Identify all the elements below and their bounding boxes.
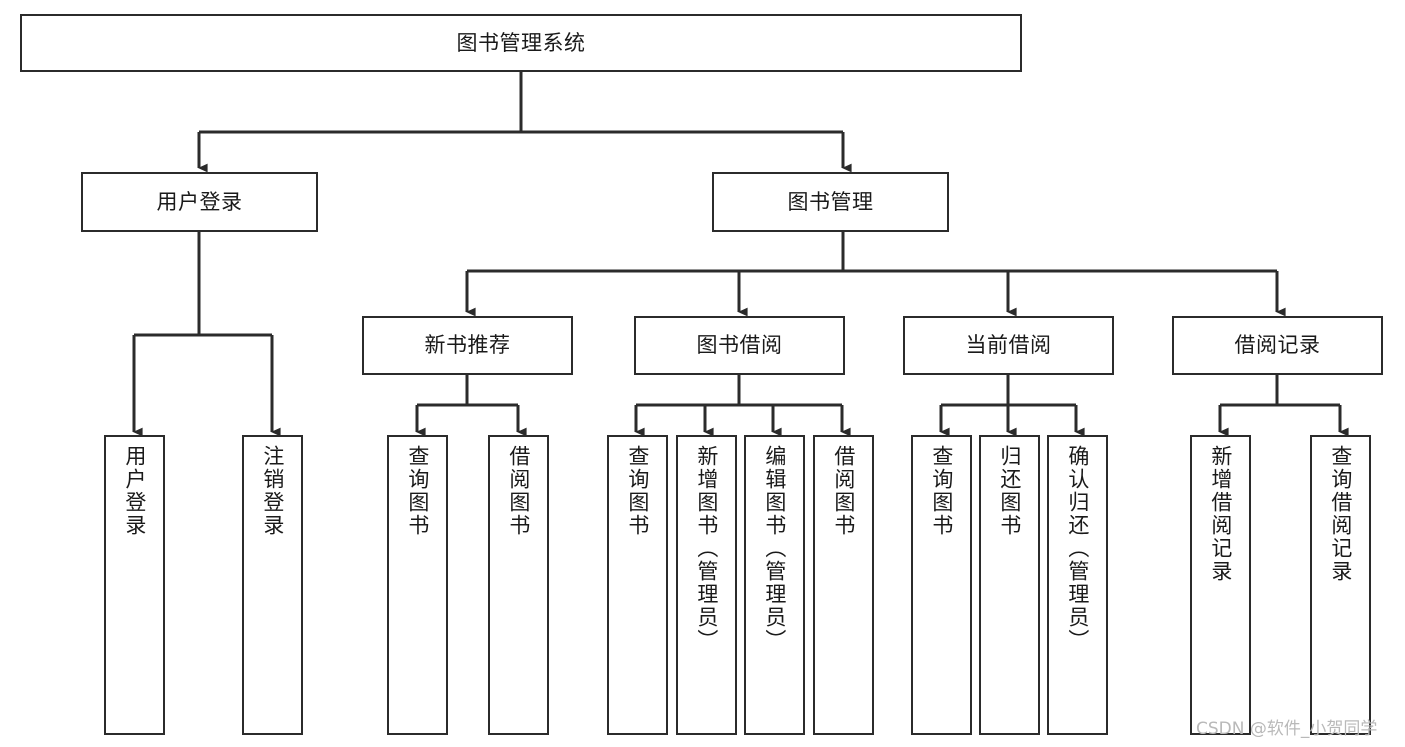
node-book-manage-label: 图书管理 [787, 189, 874, 214]
node-borrow-record-label: 借阅记录 [1234, 333, 1321, 358]
node-leaf-return-book-label: 归还图书 [997, 445, 1022, 537]
node-root-label: 图书管理系统 [456, 30, 586, 55]
node-current-borrow[interactable]: 当前借阅 [903, 316, 1114, 375]
node-leaf-query-book-3-label: 查询图书 [929, 445, 954, 537]
node-leaf-borrow-book-1-label: 借阅图书 [506, 445, 531, 537]
node-leaf-query-book-2[interactable]: 查询图书 [607, 435, 668, 735]
node-new-book-recommend[interactable]: 新书推荐 [362, 316, 573, 375]
node-leaf-user-logout[interactable]: 注销登录 [242, 435, 303, 735]
node-leaf-add-record[interactable]: 新增借阅记录 [1190, 435, 1251, 735]
node-current-borrow-label: 当前借阅 [965, 333, 1052, 358]
node-book-manage[interactable]: 图书管理 [712, 172, 949, 232]
node-leaf-query-book-2-label: 查询图书 [625, 445, 650, 537]
csdn-watermark: CSDN @软件_小贺同学 [1196, 719, 1378, 739]
node-leaf-confirm-return-label: 确认归还（管理员） [1065, 445, 1090, 652]
node-new-book-recommend-label: 新书推荐 [424, 333, 511, 358]
node-leaf-user-login-label: 用户登录 [122, 445, 147, 537]
node-leaf-user-logout-label: 注销登录 [260, 445, 285, 537]
node-book-borrow-label: 图书借阅 [696, 333, 783, 358]
node-leaf-add-book[interactable]: 新增图书（管理员） [676, 435, 737, 735]
node-leaf-add-book-label: 新增图书（管理员） [694, 445, 719, 652]
node-leaf-query-record[interactable]: 查询借阅记录 [1310, 435, 1371, 735]
node-leaf-query-book-1[interactable]: 查询图书 [387, 435, 448, 735]
node-leaf-add-record-label: 新增借阅记录 [1208, 445, 1233, 583]
node-leaf-query-record-label: 查询借阅记录 [1328, 445, 1353, 583]
node-leaf-borrow-book-2[interactable]: 借阅图书 [813, 435, 874, 735]
node-leaf-query-book-1-label: 查询图书 [405, 445, 430, 537]
node-leaf-return-book[interactable]: 归还图书 [979, 435, 1040, 735]
node-leaf-borrow-book-1[interactable]: 借阅图书 [488, 435, 549, 735]
node-user-login[interactable]: 用户登录 [81, 172, 318, 232]
node-user-login-label: 用户登录 [156, 189, 243, 214]
node-leaf-user-login[interactable]: 用户登录 [104, 435, 165, 735]
node-leaf-edit-book-label: 编辑图书（管理员） [762, 445, 787, 652]
node-book-borrow[interactable]: 图书借阅 [634, 316, 845, 375]
node-leaf-borrow-book-2-label: 借阅图书 [831, 445, 856, 537]
node-leaf-confirm-return[interactable]: 确认归还（管理员） [1047, 435, 1108, 735]
node-leaf-edit-book[interactable]: 编辑图书（管理员） [744, 435, 805, 735]
node-borrow-record[interactable]: 借阅记录 [1172, 316, 1383, 375]
node-root[interactable]: 图书管理系统 [20, 14, 1022, 72]
node-leaf-query-book-3[interactable]: 查询图书 [911, 435, 972, 735]
